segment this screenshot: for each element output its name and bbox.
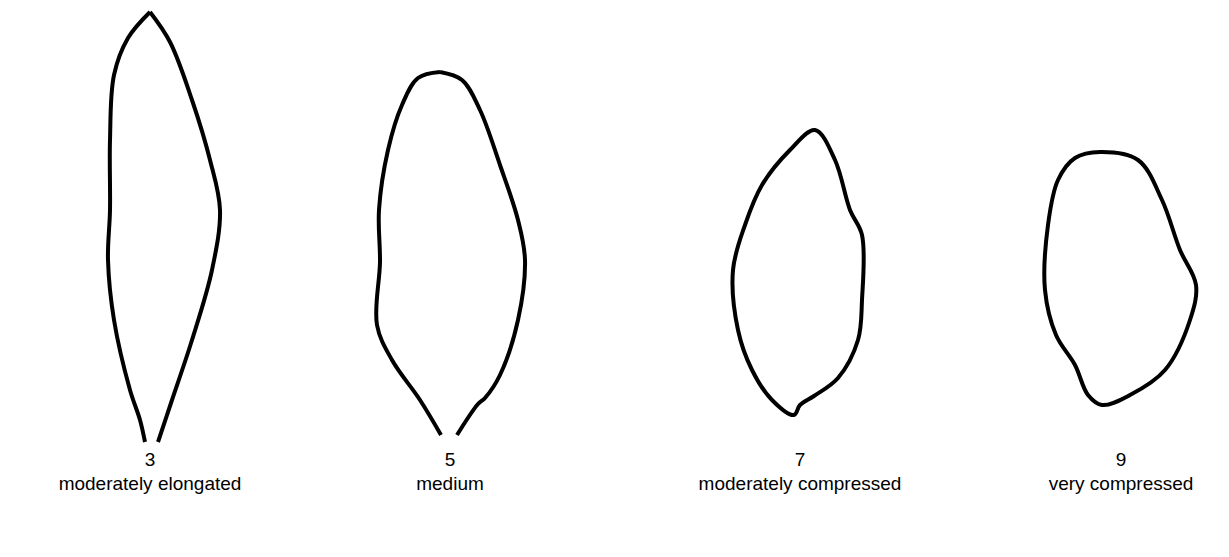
rating-number: 7 [795, 449, 806, 471]
shape-description: moderately compressed [699, 473, 902, 495]
rating-number: 9 [1116, 449, 1127, 471]
grain-outline [440, 72, 525, 435]
shape-description: very compressed [1049, 473, 1194, 495]
grain-outline [376, 72, 441, 435]
grain-outline [733, 130, 864, 415]
grain-outline [108, 12, 150, 442]
rating-number: 5 [445, 449, 456, 471]
grain-outline [1044, 152, 1196, 405]
grain-outline [150, 12, 220, 442]
rating-number: 3 [145, 449, 156, 471]
shape-description: moderately elongated [59, 473, 242, 495]
shape-description: medium [416, 473, 484, 495]
